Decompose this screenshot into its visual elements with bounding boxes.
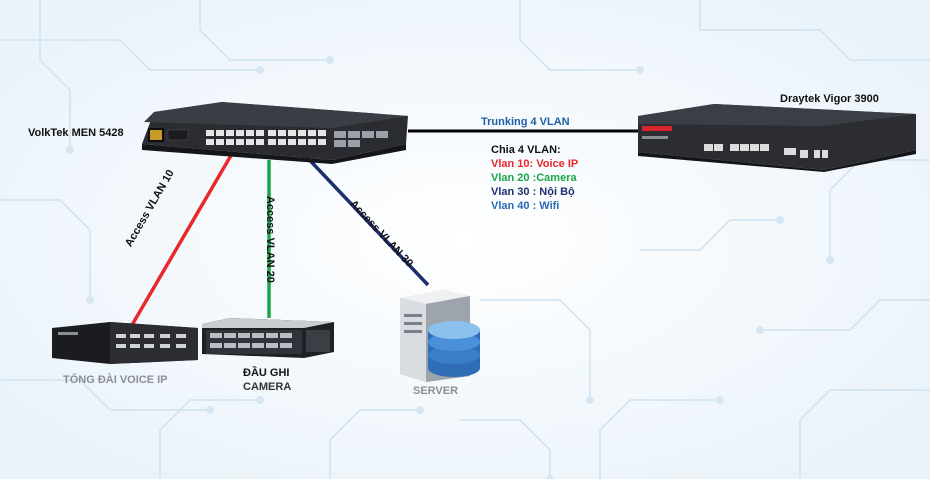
router-device [638, 104, 916, 172]
vlan-info-item-40: Vlan 40 : Wifi [491, 200, 560, 212]
switch-label: VolkTek MEN 5428 [28, 127, 124, 139]
database-icon [428, 321, 480, 377]
vlan30-link-line [300, 150, 430, 287]
vlan-info-item-10: Vlan 10: Voice IP [491, 158, 579, 170]
router-label: Draytek Vigor 3900 [780, 93, 879, 105]
vlan-info-heading: Chia 4 VLAN: [491, 144, 561, 156]
vlan-info-item-30: Vlan 30 : Nội Bộ [491, 186, 575, 198]
nvr-device [202, 318, 334, 358]
pbx-device [52, 322, 198, 364]
nvr-label-line1: ĐẦU GHI [243, 367, 290, 379]
server-label: SERVER [413, 385, 459, 397]
nvr-label-line2: CAMERA [243, 381, 292, 393]
switch-device [142, 102, 408, 164]
server-device [400, 290, 480, 382]
vlan20-link-label: Access VLAN 20 [264, 196, 276, 283]
vlan-info-item-20: Vlan 20 :Camera [491, 172, 577, 184]
vlan10-link-line [130, 151, 235, 326]
pbx-label: TỔNG ĐÀI VOICE IP [63, 374, 168, 386]
trunk-link-label: Trunking 4 VLAN [481, 116, 570, 128]
